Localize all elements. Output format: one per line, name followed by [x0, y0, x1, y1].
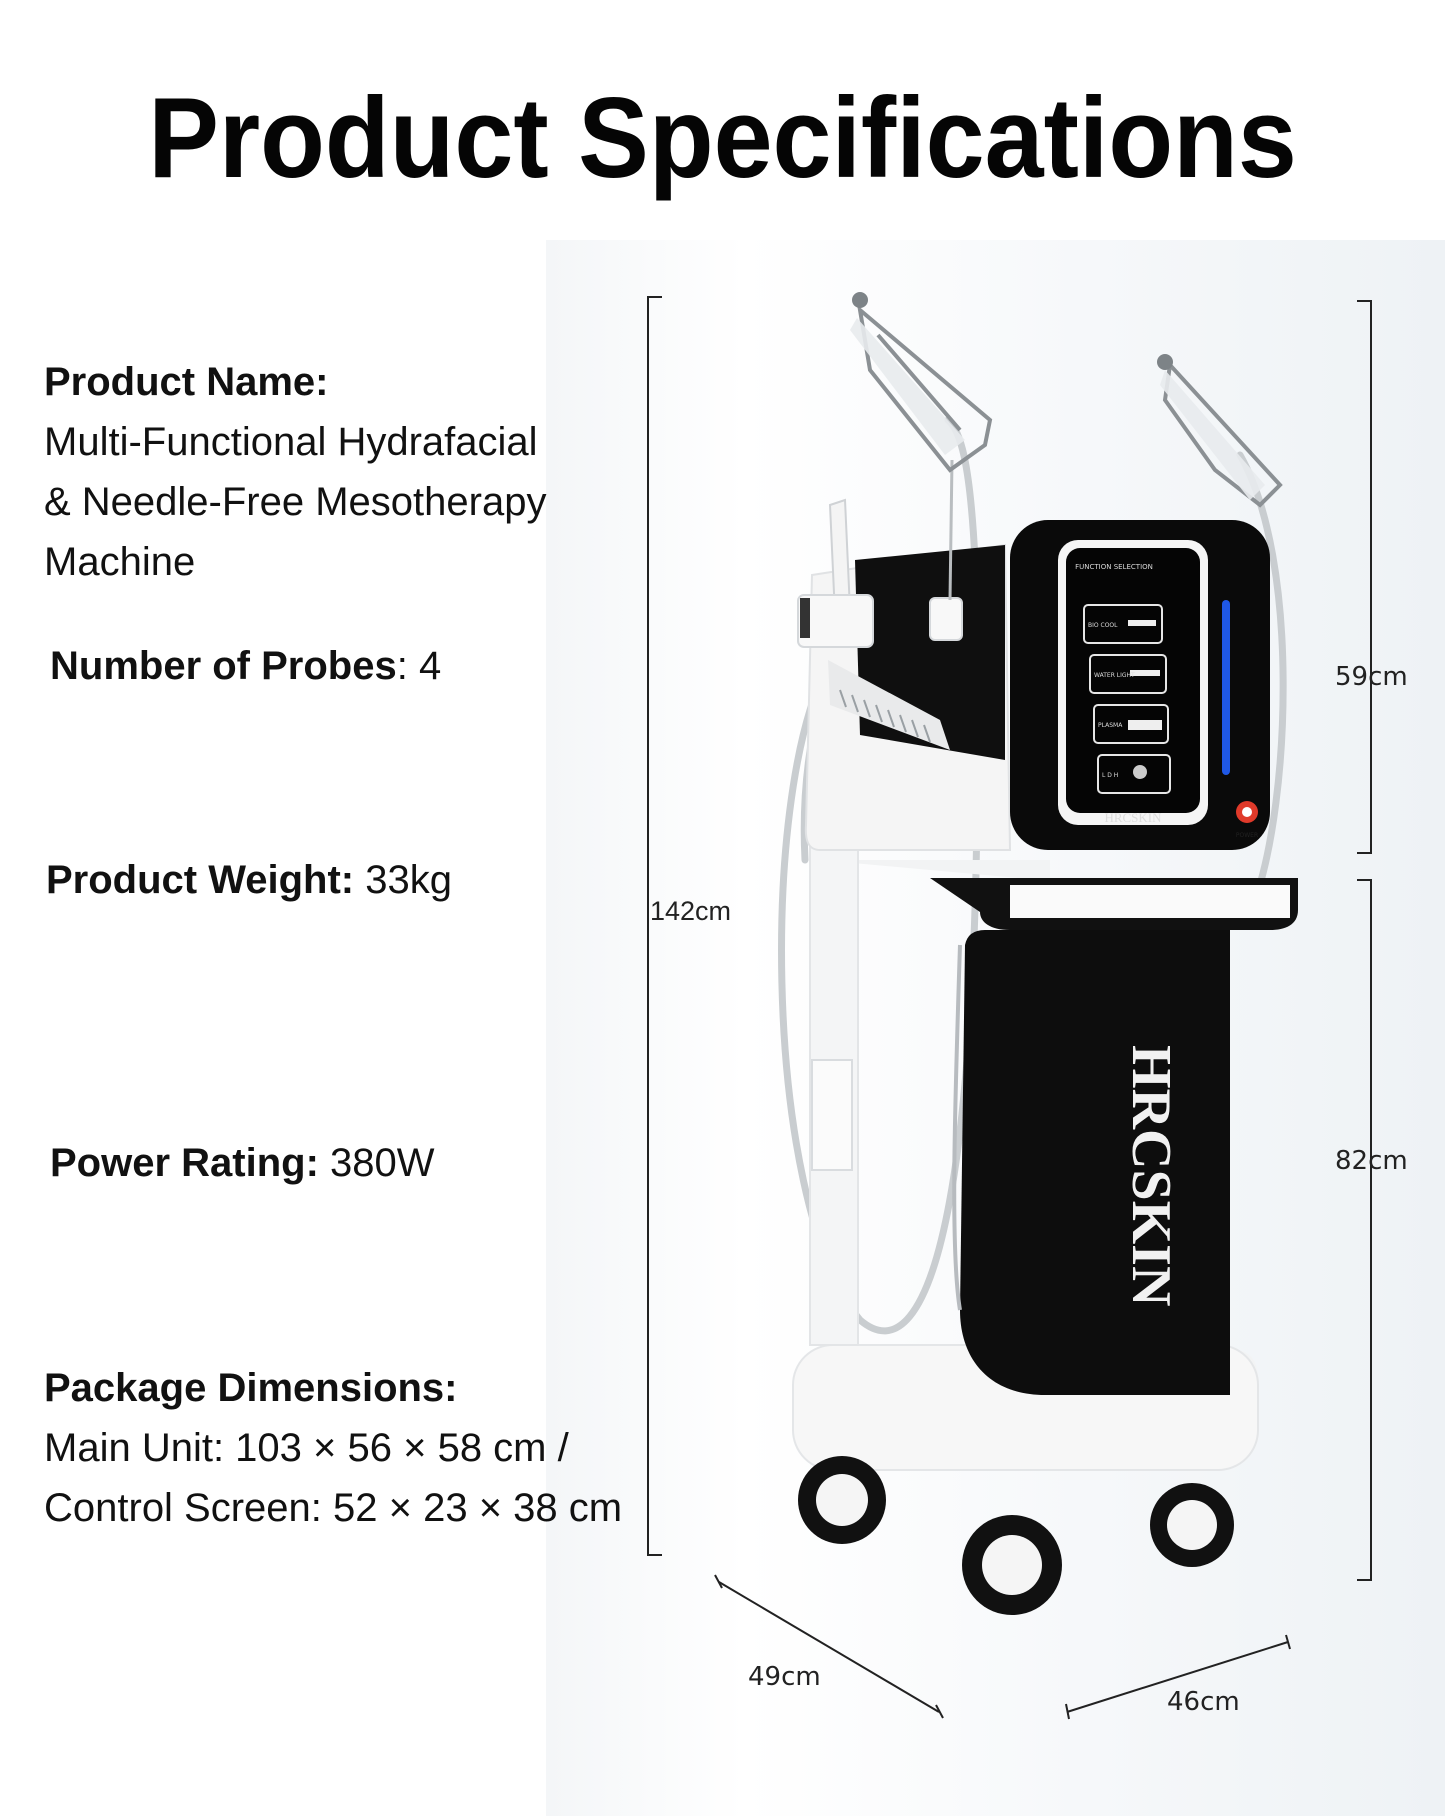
weight-block: Product Weight: 33kg	[46, 850, 452, 910]
height-82-bracket	[1357, 879, 1372, 1581]
power-value: 380W	[318, 1141, 435, 1185]
menu-item-3: PLASMA	[1098, 722, 1123, 729]
product-name-label: Product Name:	[44, 360, 329, 404]
power-label: POWER	[1236, 832, 1258, 839]
handpieces	[797, 292, 1283, 648]
menu-item-2: WATER LIGHT	[1094, 672, 1135, 679]
package-line-1: Main Unit: 103 × 56 × 58 cm /	[44, 1426, 569, 1470]
height-142-bracket	[647, 296, 662, 1556]
dim-depth: 49cm	[748, 1662, 821, 1692]
power-block: Power Rating: 380W	[50, 1133, 435, 1193]
weight-label: Product Weight:	[46, 858, 355, 902]
dim-total-height: 142cm	[650, 896, 732, 926]
probes-value: : 4	[396, 644, 442, 688]
dimension-lines	[647, 296, 1372, 1720]
wheels	[798, 1456, 1234, 1615]
power-label-spec: Power Rating:	[50, 1141, 319, 1185]
product-name-line-3: Machine	[44, 540, 196, 584]
dim-width: 46cm	[1167, 1687, 1240, 1717]
package-label: Package Dimensions:	[44, 1366, 458, 1410]
probes-label: Number of Probes	[50, 644, 397, 688]
weight-value: 33kg	[354, 858, 452, 902]
screen-header: FUNCTION SELECTION	[1075, 563, 1153, 571]
depth-line	[718, 1581, 940, 1713]
dim-bottom-height: 82cm	[1335, 1146, 1408, 1176]
menu-item-1: BIO COOL	[1088, 622, 1118, 629]
cabinet	[792, 844, 1298, 1471]
upper-unit	[804, 520, 1270, 851]
width-line	[1066, 1641, 1289, 1713]
screen-brand-text: HRCSKIN	[1104, 810, 1162, 825]
menu-item-4: L D H	[1102, 772, 1118, 779]
page-title: Product Specifications	[148, 74, 1297, 202]
probes-block: Number of Probes: 4	[50, 636, 441, 696]
screen-menu	[1083, 604, 1171, 794]
dim-top-height: 59cm	[1335, 662, 1408, 692]
cabinet-brand-text: HRCSKIN	[1120, 1045, 1182, 1306]
height-59-bracket	[1357, 300, 1372, 854]
product-name-block: Product Name: Multi-Functional Hydrafaci…	[44, 352, 546, 592]
package-block: Package Dimensions: Main Unit: 103 × 56 …	[44, 1358, 622, 1538]
product-name-line-2: & Needle-Free Mesotherapy	[44, 480, 547, 524]
product-name-line-1: Multi-Functional Hydrafacial	[44, 420, 538, 464]
package-line-2: Control Screen: 52 × 23 × 38 cm	[44, 1486, 623, 1530]
